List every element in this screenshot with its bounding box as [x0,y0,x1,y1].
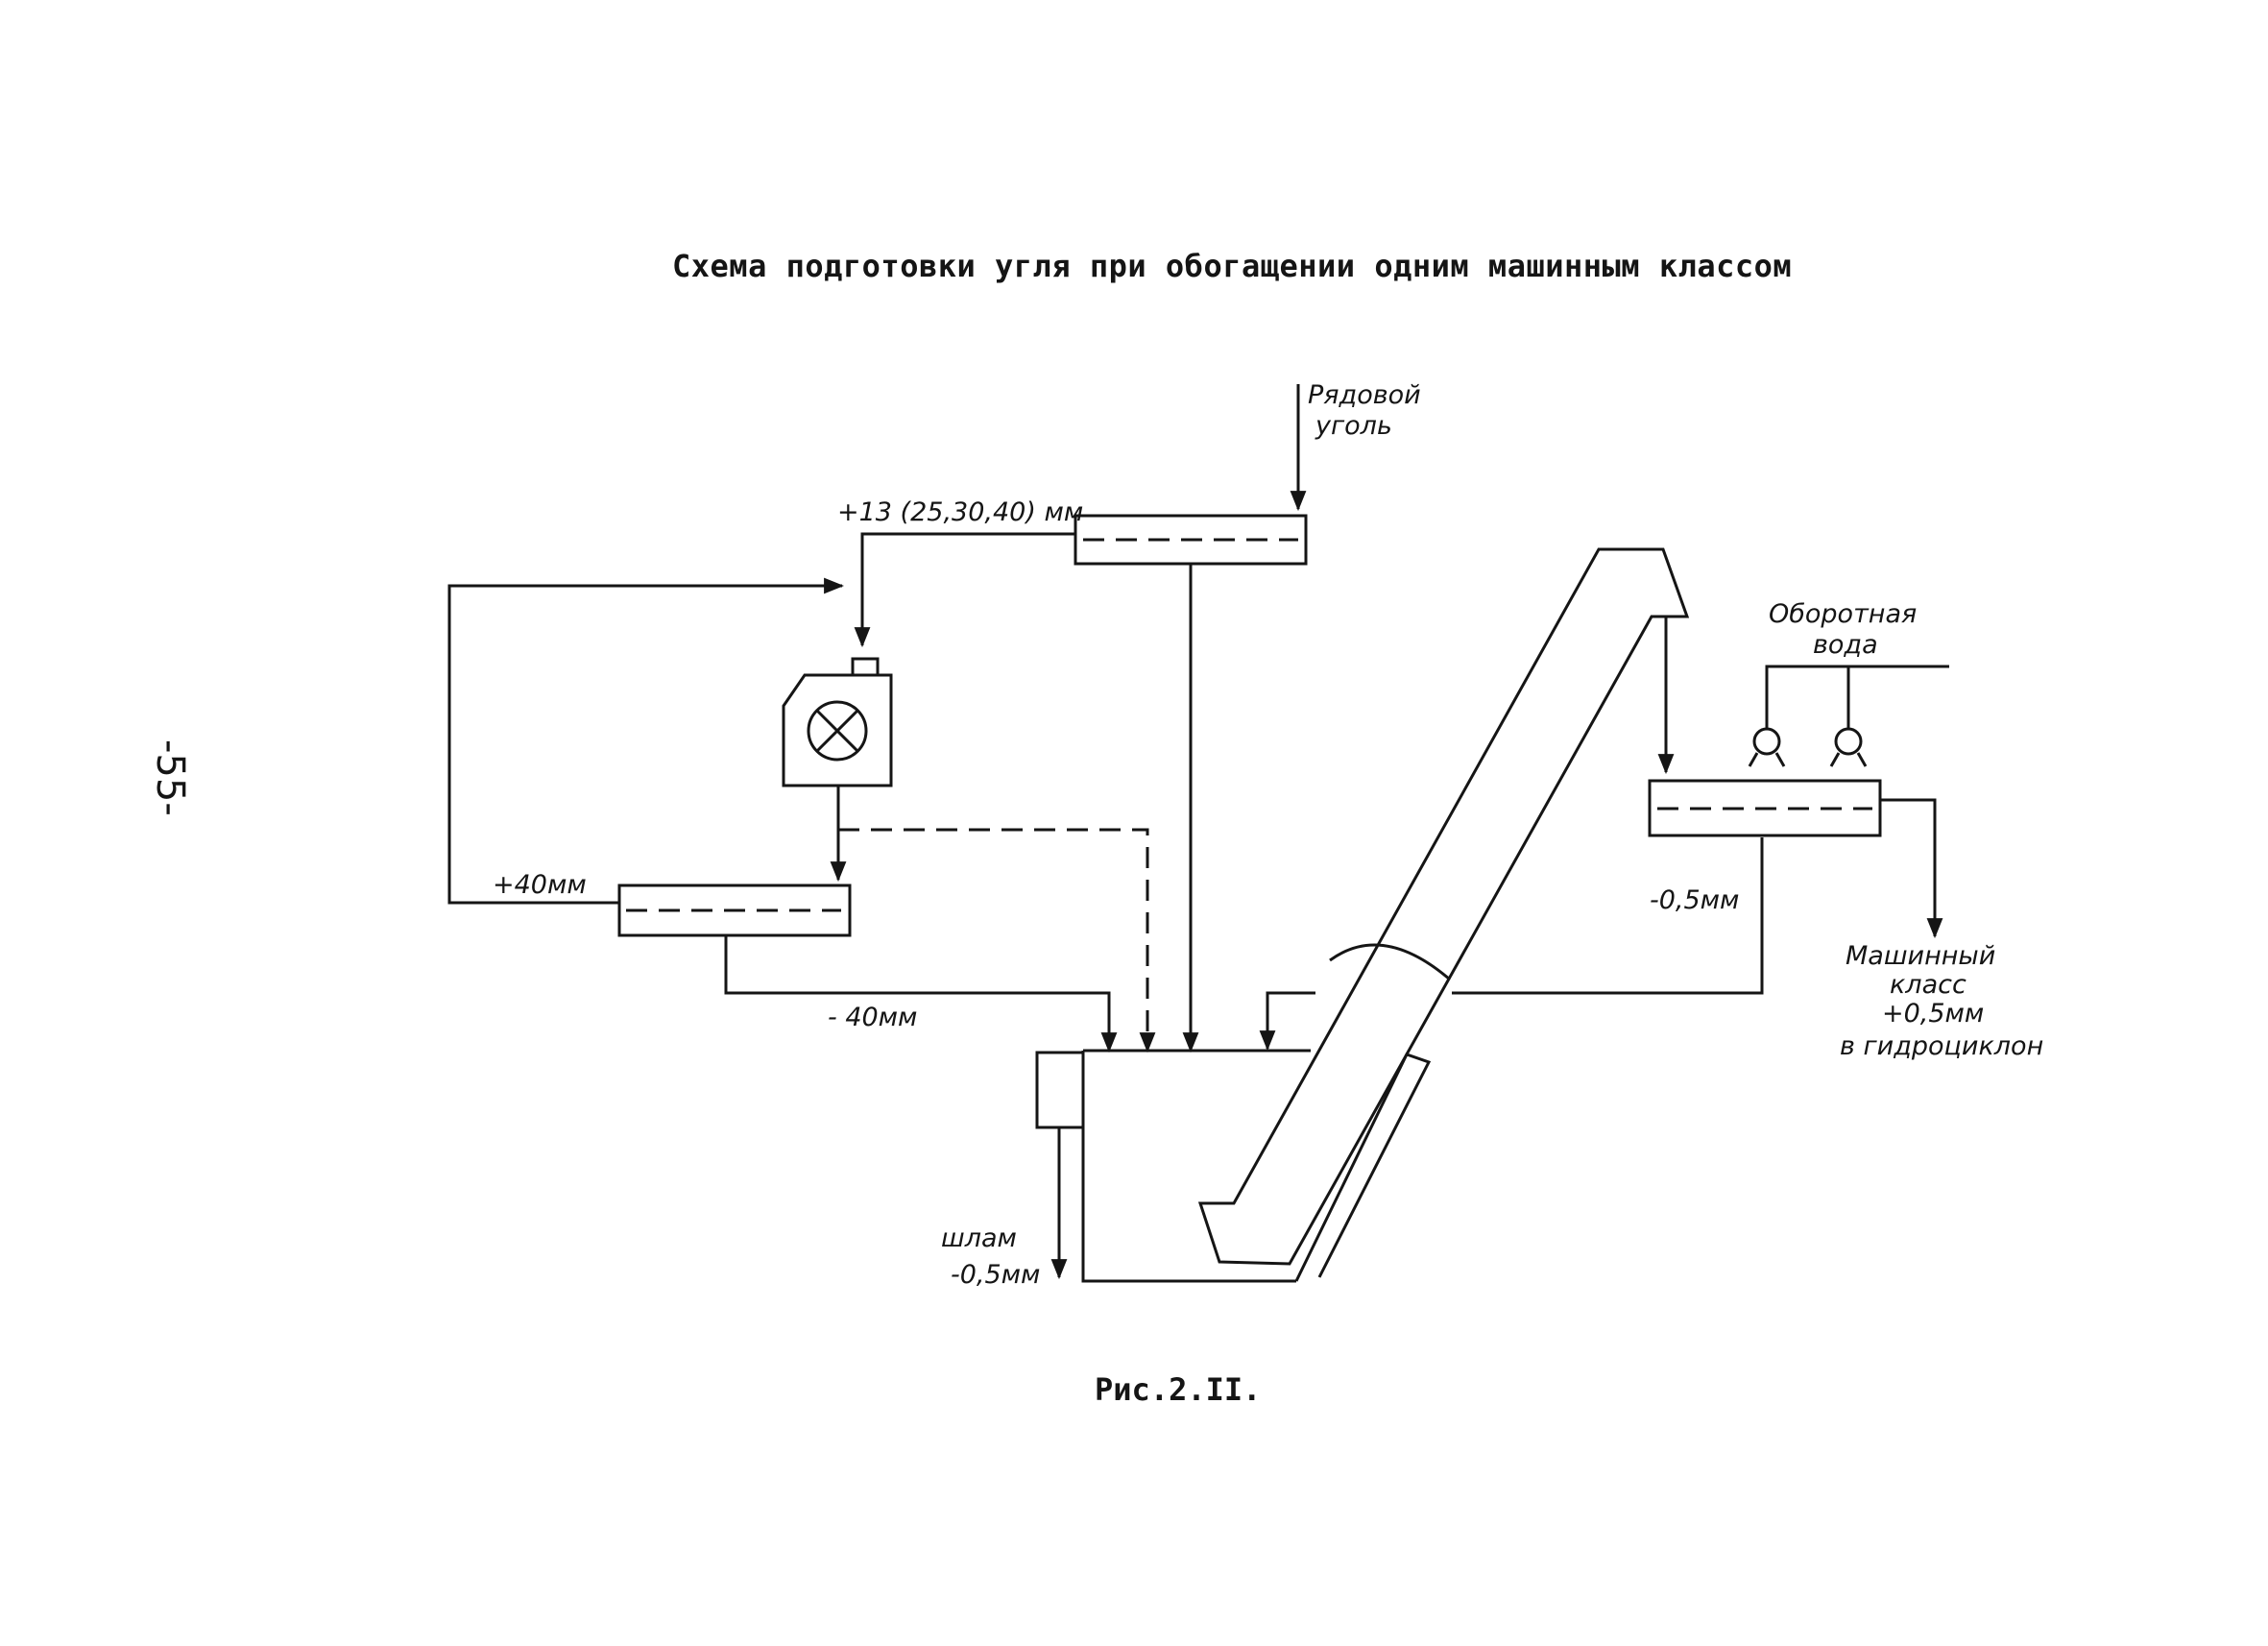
crusher [782,657,893,787]
label-sludge-size: -0,5мм [951,1260,1040,1290]
label-raw-coal-2: уголь [1315,411,1392,441]
label-minus40: - 40мм [828,1003,917,1032]
top-screen [1074,514,1308,566]
plus40-recycle-loop [447,577,845,905]
page-title: Схема подготовки угля при обогащении одн… [672,248,1793,284]
sludge-tank [1035,1049,1311,1283]
label-coarse-fraction: +13 (25,30,40) мм [837,497,1083,527]
inclined-elevator [1197,547,1690,1282]
label-sludge: шлам [941,1223,1017,1253]
label-minus05: -0,5мм [1650,885,1739,915]
figure-caption: Рис.2.II. [1095,1371,1262,1408]
water-header-pipe [1765,665,1949,730]
bypass-dashed-line [838,828,1156,1053]
label-machine-class-2: класс [1890,970,1966,1000]
water-return-to-tank [1259,991,1315,1052]
label-machine-class: Машинный [1846,941,1995,971]
spray-nozzle-icon [1748,727,1786,767]
label-circulating-water-2: вода [1813,630,1878,660]
minus40-line-to-tank [724,935,1118,1053]
label-plus40: +40мм [493,870,587,900]
oversize-line-to-crusher [854,532,1075,648]
lower-screen [617,884,852,937]
machine-class-output-arrow [1880,798,1943,939]
label-raw-coal: Рядовой [1308,380,1421,410]
dewatering-screen [1648,779,1882,837]
water-return-line [1452,837,1764,995]
label-machine-class-3: +0,5мм [1882,999,1984,1029]
label-circulating-water: Оборотная [1769,599,1917,629]
label-machine-class-4: в гидроциклон [1840,1031,2043,1061]
spray-nozzle-icon [1829,727,1868,767]
